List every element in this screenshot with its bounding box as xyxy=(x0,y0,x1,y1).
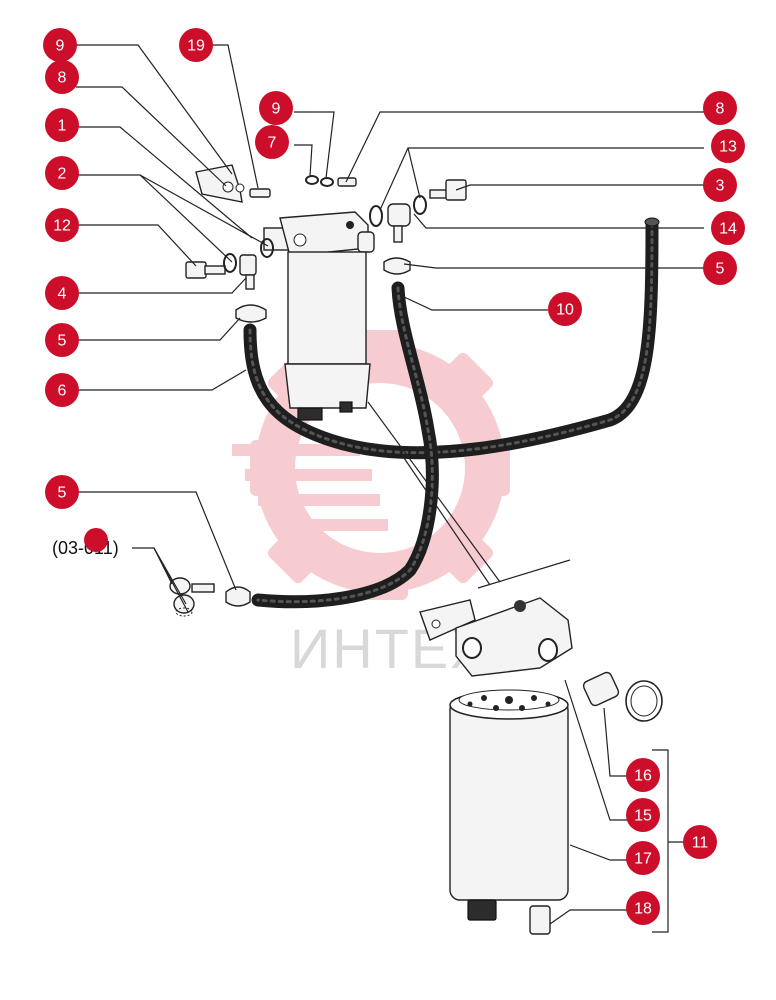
callout-number: 13 xyxy=(719,139,737,156)
callout-number: 5 xyxy=(58,333,67,350)
callout-12: 12 xyxy=(45,208,79,242)
callout-number: 16 xyxy=(634,768,652,785)
callout-number: 6 xyxy=(58,383,67,400)
callout-5: 5 xyxy=(45,323,79,357)
callout-number: 7 xyxy=(268,135,277,152)
callout-circle xyxy=(45,276,79,310)
callout-18: 18 xyxy=(626,891,660,925)
callout-circle xyxy=(43,28,77,62)
callout-number: 15 xyxy=(634,808,652,825)
callout-circle xyxy=(179,28,213,62)
callout-number: 5 xyxy=(58,485,67,502)
callout-11: 11 xyxy=(683,825,717,859)
callout-circle xyxy=(45,475,79,509)
callout-number: 4 xyxy=(58,286,67,303)
hose-clamp-5-lower xyxy=(225,586,251,607)
callout-circle xyxy=(45,323,79,357)
callout-circle xyxy=(626,891,660,925)
callout-number: 14 xyxy=(719,221,737,238)
callout-circle xyxy=(45,373,79,407)
callout-circle xyxy=(703,168,737,202)
callout-number: 8 xyxy=(716,101,725,118)
section-line-a xyxy=(367,401,501,583)
filter-head-lower xyxy=(455,597,573,677)
hose-clamp-5-left xyxy=(235,304,267,323)
callout-circle xyxy=(703,251,737,285)
callout-9: 9 xyxy=(259,91,293,125)
callout-3: 3 xyxy=(703,168,737,202)
filter-head-upper xyxy=(279,211,369,257)
fittings-upper-right xyxy=(225,175,467,607)
callout-1: 1 xyxy=(45,108,79,142)
hose-6 xyxy=(243,217,660,460)
callout-number: 5 xyxy=(716,261,725,278)
callout-7: 7 xyxy=(255,125,289,159)
callout-circle xyxy=(255,125,289,159)
callout-number: 11 xyxy=(692,835,709,852)
section-line-b xyxy=(399,451,491,586)
filter-bowl-upper xyxy=(287,251,367,365)
callout-circle xyxy=(45,108,79,142)
section-line-c xyxy=(477,559,571,589)
callout-circle xyxy=(703,91,737,125)
callout-circle xyxy=(548,292,582,326)
water-separator-bowl xyxy=(284,363,371,409)
leader-lines xyxy=(76,44,704,933)
callout-number: 8 xyxy=(58,70,67,87)
callout-number: 9 xyxy=(56,38,65,55)
callout-2: 2 xyxy=(45,156,79,190)
callout-8: 8 xyxy=(45,60,79,94)
callout-15: 15 xyxy=(626,798,660,832)
callout-10: 10 xyxy=(548,292,582,326)
upper-filter-assembly xyxy=(263,211,375,421)
drain-plug-18 xyxy=(529,905,551,935)
callout-number: 10 xyxy=(556,302,574,319)
banjo-fitting-03-011 xyxy=(169,577,215,617)
callout-8: 8 xyxy=(703,91,737,125)
hose-10 xyxy=(251,281,439,609)
callout-5: 5 xyxy=(703,251,737,285)
callout-5: 5 xyxy=(45,475,79,509)
filter-cartridge-17 xyxy=(449,699,569,901)
callout-number: 19 xyxy=(187,38,205,55)
reference-marker xyxy=(84,528,108,552)
callout-circle xyxy=(626,841,660,875)
callout-13: 13 xyxy=(711,129,745,163)
callout-number: 18 xyxy=(634,901,652,918)
callout-number: 2 xyxy=(58,166,67,183)
callout-circle xyxy=(711,129,745,163)
callout-circle xyxy=(683,825,717,859)
callout-4: 4 xyxy=(45,276,79,310)
callout-9: 9 xyxy=(43,28,77,62)
filter-mounting-bracket xyxy=(419,599,476,641)
callout-circle xyxy=(626,758,660,792)
callout-number: 1 xyxy=(58,118,67,135)
callout-circle xyxy=(45,60,79,94)
callout-19: 19 xyxy=(179,28,213,62)
callout-number: 9 xyxy=(272,101,281,118)
callout-17: 17 xyxy=(626,841,660,875)
bracket-assembly-left xyxy=(185,164,274,290)
sensor-cap xyxy=(625,680,663,722)
callout-circle xyxy=(259,91,293,125)
callout-6: 6 xyxy=(45,373,79,407)
hose-clamp-5-upper-right xyxy=(383,257,411,275)
callout-circle xyxy=(45,208,79,242)
callout-number: 12 xyxy=(53,218,71,235)
callout-14: 14 xyxy=(711,211,745,245)
callout-number: 3 xyxy=(716,178,725,195)
callout-circle xyxy=(626,798,660,832)
lower-filter-assembly xyxy=(419,597,663,935)
callout-circle xyxy=(711,211,745,245)
callout-number: 17 xyxy=(634,851,652,868)
callout-circle xyxy=(45,156,79,190)
watermark-gear-logo xyxy=(232,330,510,600)
sensor-16 xyxy=(582,671,620,707)
callout-16: 16 xyxy=(626,758,660,792)
